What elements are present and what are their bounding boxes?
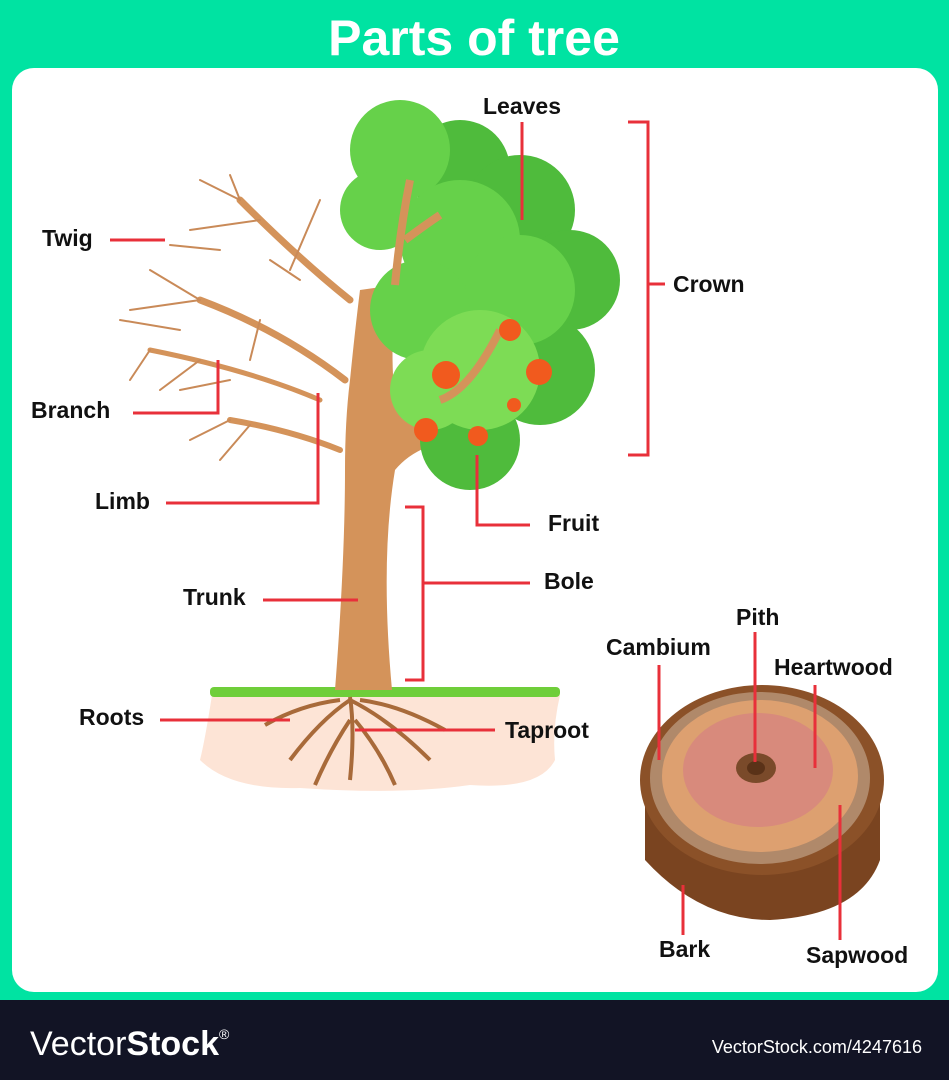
- label-trunk: Trunk: [183, 584, 246, 610]
- label-branch: Branch: [31, 397, 110, 423]
- footer-bar: [0, 1000, 949, 1080]
- footer-image-id: VectorStock.com/4247616: [712, 1037, 922, 1057]
- label-sapwood: Sapwood: [806, 942, 908, 968]
- label-fruit: Fruit: [548, 510, 599, 536]
- label-bole: Bole: [544, 568, 594, 594]
- label-pith: Pith: [736, 604, 779, 630]
- trunk-illustration: [335, 285, 470, 690]
- leader-lines: [110, 120, 842, 940]
- logo-light: Vector: [30, 1025, 126, 1063]
- logo-mark: ®: [219, 1026, 230, 1042]
- label-heartwood: Heartwood: [774, 654, 893, 680]
- page-title: Parts of tree: [328, 10, 620, 66]
- logo-bold: Stock: [126, 1025, 219, 1063]
- stump-cross-section-illustration: [640, 685, 884, 920]
- label-roots: Roots: [79, 704, 144, 730]
- label-bark: Bark: [659, 936, 710, 962]
- label-leaves: Leaves: [483, 93, 561, 119]
- label-limb: Limb: [95, 488, 150, 514]
- crown-illustration: [340, 100, 620, 490]
- label-twig: Twig: [42, 225, 93, 251]
- label-taproot: Taproot: [505, 717, 589, 743]
- label-cambium: Cambium: [606, 634, 711, 660]
- label-crown: Crown: [673, 271, 745, 297]
- bare-branches-illustration: [119, 174, 354, 461]
- footer-logo: VectorStock®: [30, 1025, 230, 1063]
